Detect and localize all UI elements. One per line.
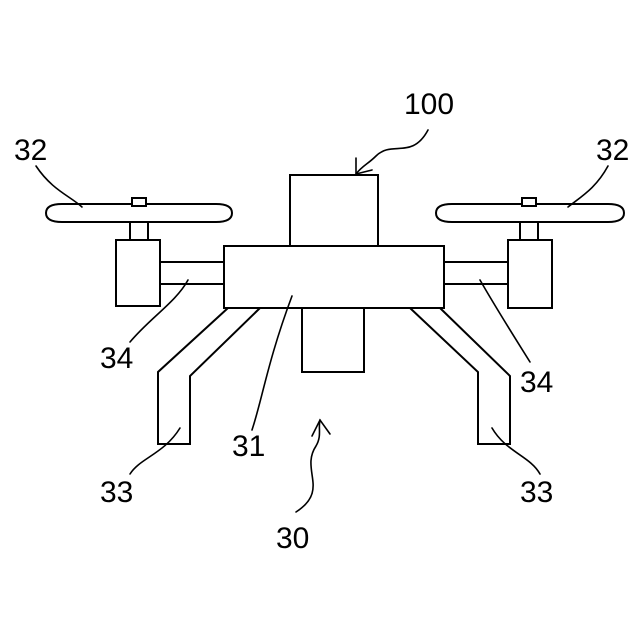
label-34-right: 34	[520, 366, 553, 399]
label-32-left: 32	[14, 134, 47, 167]
label-100: 100	[404, 88, 454, 121]
motor-left	[116, 222, 160, 306]
bottom-module	[302, 308, 364, 372]
arm-right	[444, 262, 508, 284]
leader-32-right	[568, 166, 608, 207]
leader-30-arrowhead	[312, 420, 330, 436]
label-30: 30	[276, 522, 309, 555]
label-32-right: 32	[596, 134, 629, 167]
label-33-right: 33	[520, 476, 553, 509]
label-34-left: 34	[100, 342, 133, 375]
arm-left	[160, 262, 224, 284]
leader-32-left	[36, 166, 82, 207]
leader-30-arrow	[296, 420, 320, 512]
label-31: 31	[232, 430, 265, 463]
leader-100-arrow	[356, 130, 428, 174]
leg-right	[410, 308, 510, 444]
top-device	[290, 175, 378, 247]
leg-left	[158, 308, 260, 444]
leader-33-right	[492, 428, 540, 474]
leader-33-left	[130, 428, 180, 474]
motor-right	[508, 222, 552, 308]
main-body	[224, 246, 444, 308]
propeller-right	[436, 198, 624, 222]
label-33-left: 33	[100, 476, 133, 509]
leader-31	[252, 296, 292, 430]
